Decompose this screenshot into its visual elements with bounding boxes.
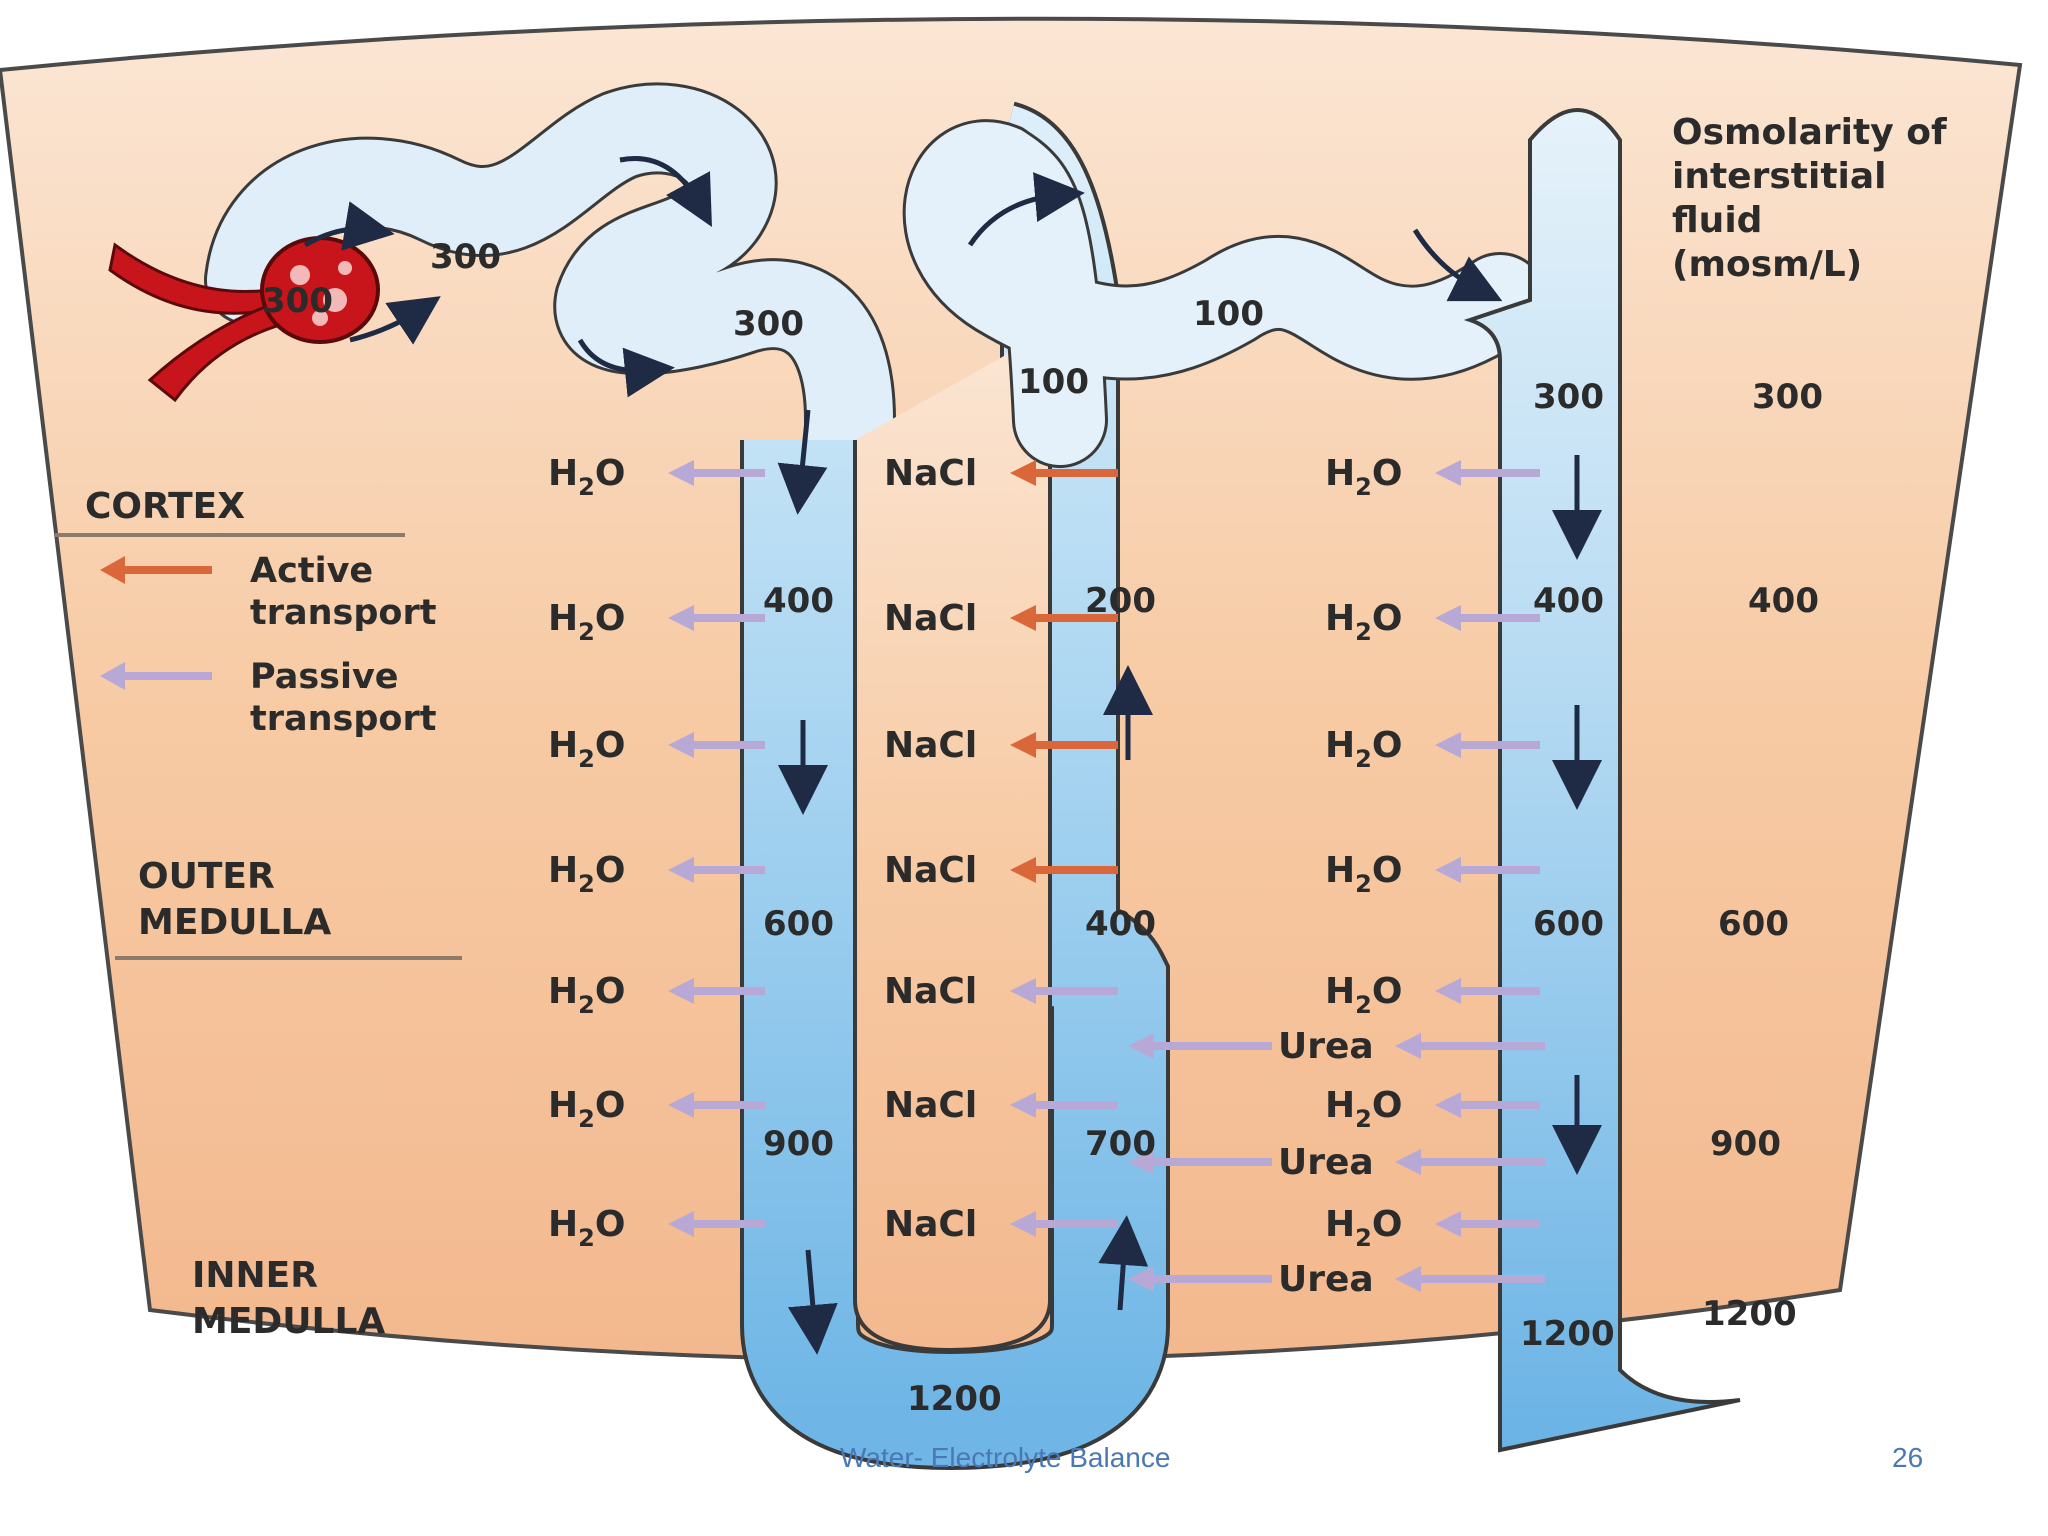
outer-medulla-label-1: OUTER: [138, 856, 275, 897]
legend-passive-1: Passive: [250, 657, 399, 697]
water-label-collecting: H2O: [1325, 1085, 1402, 1133]
water-label-descending: H2O: [548, 971, 625, 1019]
thick-ascending-osmolarity: 100: [1018, 362, 1089, 402]
svg-text:interstitial: interstitial: [1672, 156, 1887, 197]
nacl-label: NaCl: [884, 850, 977, 891]
water-label-descending: H2O: [548, 598, 625, 646]
water-arrow-collecting: [1435, 857, 1540, 883]
ascending-400: 400: [1085, 904, 1156, 944]
distal-osmolarity-top: 100: [1193, 294, 1264, 334]
descending-400: 400: [763, 581, 834, 621]
water-arrow-collecting: [1435, 605, 1540, 631]
water-label-collecting: H2O: [1325, 971, 1402, 1019]
nacl-label: NaCl: [884, 725, 977, 766]
glomerulus: [108, 236, 380, 403]
urea-label: Urea: [1278, 1142, 1374, 1183]
page-number: 26: [1892, 1442, 1924, 1473]
water-arrow-collecting: [1435, 460, 1540, 486]
substance-labels: H2OH2OH2OH2OH2OH2OH2ONaClNaClNaClNaClNaC…: [548, 453, 1402, 1300]
interstitial-600: 600: [1718, 904, 1789, 944]
water-arrow-descending: [668, 1092, 765, 1118]
water-arrow-collecting: [1435, 1211, 1540, 1237]
descending-600: 600: [763, 904, 834, 944]
nacl-label: NaCl: [884, 971, 977, 1012]
water-label-collecting: H2O: [1325, 725, 1402, 773]
footer-caption: Water- Electrolyte Balance: [840, 1442, 1171, 1473]
loop-bottom-1200: 1200: [907, 1379, 1002, 1419]
water-label-descending: H2O: [548, 453, 625, 501]
legend-active-1: Active: [250, 551, 373, 591]
water-label-descending: H2O: [548, 725, 625, 773]
proximal-osmolarity-1: 300: [430, 237, 501, 277]
svg-text:(mosm/L): (mosm/L): [1672, 244, 1862, 285]
nacl-arrow-passive: [1010, 978, 1118, 1004]
urea-arrow-collecting: [1395, 1266, 1545, 1292]
water-arrow-descending: [668, 978, 765, 1004]
nacl-arrow-passive: [1010, 1092, 1118, 1118]
inner-medulla-label-1: INNER: [192, 1255, 318, 1296]
flow-arrows: [303, 156, 1602, 1355]
urea-label: Urea: [1278, 1259, 1374, 1300]
collecting-duct-400: 400: [1533, 581, 1604, 621]
svg-text:fluid: fluid: [1672, 200, 1762, 241]
interstitial-300: 300: [1752, 377, 1823, 417]
nacl-arrow-active: [1010, 460, 1118, 486]
nacl-label: NaCl: [884, 1085, 977, 1126]
water-arrow-descending: [668, 1211, 765, 1237]
glomerulus-osmolarity: 300: [262, 281, 333, 321]
collecting-duct: [1463, 108, 1741, 1453]
svg-text:Osmolarity of: Osmolarity of: [1672, 112, 1947, 153]
water-arrow-collecting: [1435, 1092, 1540, 1118]
collecting-duct-300: 300: [1533, 377, 1604, 417]
legend-passive-2: transport: [250, 699, 436, 739]
water-arrow-collecting: [1435, 732, 1540, 758]
transport-arrows: [668, 460, 1545, 1292]
ascending-200: 200: [1085, 581, 1156, 621]
interstitial-1200: 1200: [1702, 1294, 1797, 1334]
nacl-label: NaCl: [884, 1204, 977, 1245]
cortex-label: CORTEX: [85, 486, 245, 527]
nacl-arrow-passive: [1010, 1211, 1118, 1237]
urea-arrow-collecting: [1395, 1033, 1545, 1059]
descending-900: 900: [763, 1124, 834, 1164]
water-arrow-descending: [668, 732, 765, 758]
legend: Active transport Passive transport: [100, 551, 436, 739]
nacl-arrow-active: [1010, 857, 1118, 883]
interstitial-title: Osmolarity of interstitial fluid (mosm/L…: [1672, 112, 1947, 285]
urea-label: Urea: [1278, 1026, 1374, 1067]
water-arrow-descending: [668, 460, 765, 486]
urea-arrow-loop: [1128, 1149, 1272, 1175]
water-label-collecting: H2O: [1325, 1204, 1402, 1252]
water-arrow-descending: [668, 857, 765, 883]
collecting-duct-600: 600: [1533, 904, 1604, 944]
nacl-label: NaCl: [884, 598, 977, 639]
urea-arrow-loop: [1128, 1266, 1272, 1292]
outer-medulla-label-2: MEDULLA: [138, 902, 331, 943]
nacl-arrow-active: [1010, 732, 1118, 758]
interstitial-400: 400: [1748, 581, 1819, 621]
urea-arrow-collecting: [1395, 1149, 1545, 1175]
interstitial-900: 900: [1710, 1124, 1781, 1164]
urea-arrow-loop: [1128, 1033, 1272, 1059]
legend-active-2: transport: [250, 593, 436, 633]
nacl-label: NaCl: [884, 453, 977, 494]
water-label-descending: H2O: [548, 1204, 625, 1252]
collecting-duct-1200: 1200: [1520, 1314, 1615, 1354]
water-arrow-descending: [668, 605, 765, 631]
ascending-700: 700: [1085, 1124, 1156, 1164]
water-label-collecting: H2O: [1325, 453, 1402, 501]
proximal-osmolarity-2: 300: [733, 304, 804, 344]
water-label-collecting: H2O: [1325, 850, 1402, 898]
inner-medulla-label-2: MEDULLA: [192, 1301, 385, 1342]
water-label-descending: H2O: [548, 850, 625, 898]
water-arrow-collecting: [1435, 978, 1540, 1004]
water-label-collecting: H2O: [1325, 598, 1402, 646]
water-label-descending: H2O: [548, 1085, 625, 1133]
nacl-arrow-active: [1010, 605, 1118, 631]
